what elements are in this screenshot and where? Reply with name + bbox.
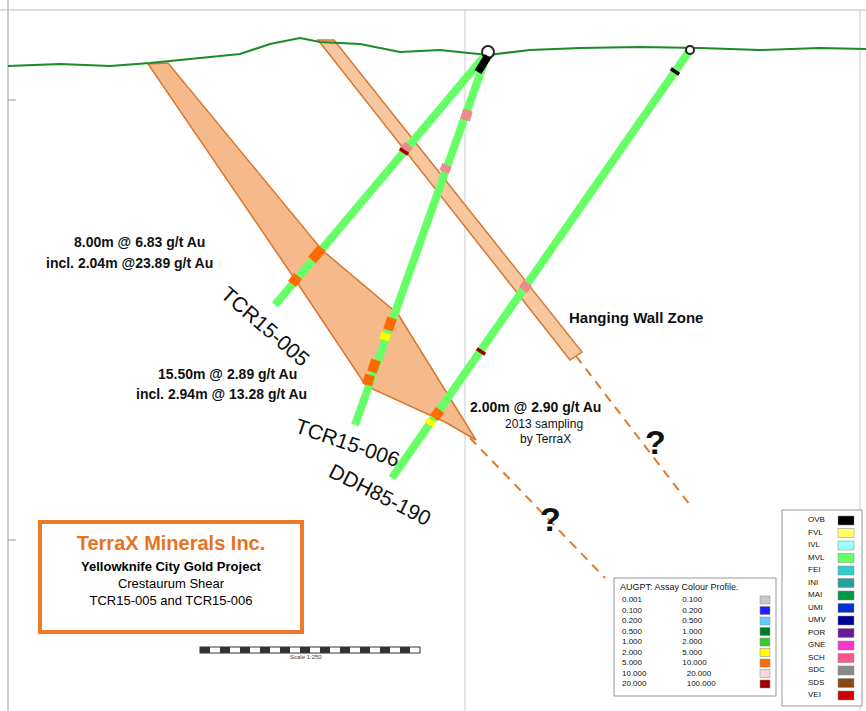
legend-swatch (838, 541, 854, 550)
legend-swatch (838, 516, 854, 525)
legend-swatch (760, 607, 770, 615)
legend-range: 10.000 20.000 (622, 669, 711, 678)
legend-code: FEI (808, 565, 820, 574)
question-mark: ? (540, 500, 561, 539)
legend-swatch (760, 628, 770, 636)
note-label: 2013 sampling (505, 417, 583, 431)
legend-code: IVL (808, 540, 820, 549)
title-line: Yellowknife City Gold Project (44, 559, 298, 574)
legend-swatch (838, 579, 854, 588)
grade-label: incl. 2.94m @ 13.28 g/t Au (136, 386, 307, 402)
legend-range: 20.000 100.000 (622, 679, 716, 688)
legend-swatch (838, 629, 854, 638)
drillhole-label: TCR15-005 (216, 282, 314, 371)
legend-swatch (838, 591, 854, 600)
legend-swatch (838, 679, 854, 688)
legend-code: UMV (808, 615, 826, 624)
zone-label: Hanging Wall Zone (569, 309, 703, 326)
question-mark: ? (645, 423, 666, 462)
legend-range: 0.500 1.000 (622, 627, 702, 636)
legend-swatch (760, 680, 770, 688)
legend-range: 5.000 10.000 (622, 658, 707, 667)
scale-label: Scale 1:250 (290, 654, 322, 660)
legend-swatch (760, 670, 770, 678)
legend-range: 2.000 5.000 (622, 648, 702, 657)
legend-code: VEI (808, 690, 821, 699)
legend-swatch (838, 604, 854, 613)
title-line: Crestaurum Shear (44, 576, 298, 591)
legend-swatch (760, 649, 770, 657)
title-box: TerraX Minerals Inc. Yellowknife City Gol… (44, 526, 298, 614)
legend-swatch (760, 638, 770, 646)
legend-swatch (838, 566, 854, 575)
drillhole-label: TCR15-006 (292, 414, 402, 472)
legend-swatch (838, 654, 854, 663)
legend-code: OVB (808, 515, 825, 524)
company-name: TerraX Minerals Inc. (44, 532, 298, 555)
legend-swatch (760, 617, 770, 625)
grade-label: 2.00m @ 2.90 g/t Au (470, 399, 601, 415)
legend-code: MAI (808, 590, 822, 599)
legend-code: FVL (808, 528, 823, 537)
note-label: by TerraX (520, 432, 571, 446)
legend-title: AUGPT: Assay Colour Profile. (620, 582, 739, 592)
legend-code: SCH (808, 653, 825, 662)
legend-code: INI (808, 578, 818, 587)
legend-swatch (838, 529, 854, 538)
legend-swatch (838, 691, 854, 700)
legend-swatch (760, 596, 770, 604)
legend-code: SDS (808, 678, 824, 687)
legend-code: POR (808, 628, 825, 637)
legend-range: 0.100 0.200 (622, 606, 702, 615)
legend-code: GNE (808, 640, 825, 649)
legend-code: MVL (808, 553, 824, 562)
grade-label: 15.50m @ 2.89 g/t Au (158, 366, 297, 382)
legend-code: SDC (808, 665, 825, 674)
drillhole-label: DDH85-190 (325, 459, 435, 531)
legend-code: UMI (808, 603, 823, 612)
legend-range: 1.000 2.000 (622, 637, 702, 646)
legend-swatch (838, 666, 854, 675)
grade-label: incl. 2.04m @23.89 g/t Au (46, 255, 213, 271)
title-line: TCR15-005 and TCR15-006 (44, 593, 298, 608)
legend-swatch (838, 554, 854, 563)
grade-label: 8.00m @ 6.83 g/t Au (74, 234, 205, 250)
legend-range: 0.001 0.100 (622, 595, 702, 604)
legend-range: 0.200 0.500 (622, 616, 702, 625)
legend-swatch (838, 616, 854, 625)
legend-swatch (760, 659, 770, 667)
legend-swatch (838, 641, 854, 650)
